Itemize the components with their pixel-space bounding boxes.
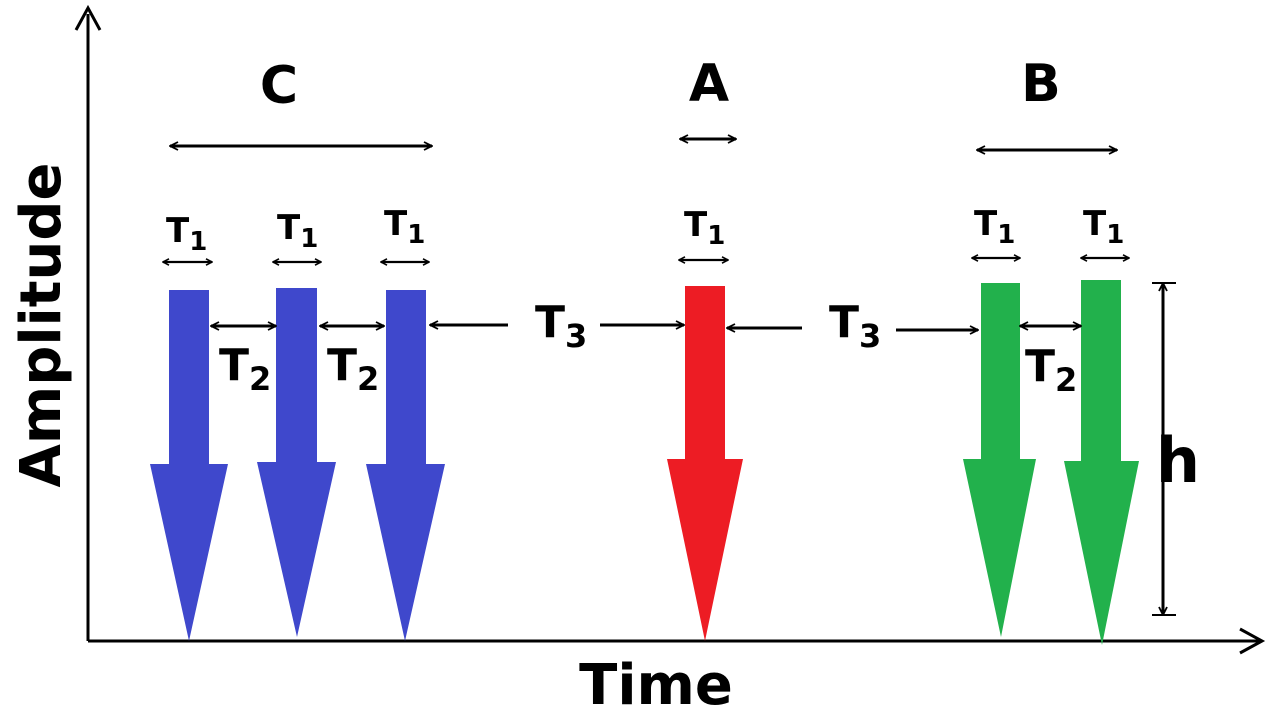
t1-label-a: T1 [684, 205, 725, 251]
t2-label-c1-c2: T2 [219, 340, 271, 398]
t1-label-c3: T1 [384, 204, 425, 250]
t1-label-c2: T1 [277, 208, 318, 254]
pulse-c1-arrow [150, 290, 228, 641]
pulse-b2-arrow [1064, 280, 1139, 645]
x-axis-label: Time [579, 653, 733, 711]
t3-label-right: T3 [829, 297, 881, 355]
group-a-label: A [689, 54, 729, 114]
pulse-a-arrow [667, 286, 743, 641]
pulse-b1-arrow [963, 283, 1036, 637]
t2-label-b1-b2: T2 [1025, 341, 1077, 399]
pulse-c3-arrow [366, 290, 445, 641]
y-axis-label: Amplitude [9, 163, 74, 488]
t1-label-b2: T1 [1083, 204, 1124, 250]
t1-label-c1: T1 [166, 211, 207, 257]
height-label: h [1156, 424, 1200, 497]
t2-label-c2-c3: T2 [327, 340, 379, 398]
group-c-label: C [260, 56, 298, 116]
t3-label-left: T3 [535, 297, 587, 355]
t1-label-b1: T1 [974, 204, 1015, 250]
pulse-c2-arrow [257, 288, 336, 637]
x-axis-arrowhead [1239, 627, 1266, 655]
y-axis-arrowhead [74, 4, 102, 31]
group-b-label: B [1021, 54, 1061, 114]
